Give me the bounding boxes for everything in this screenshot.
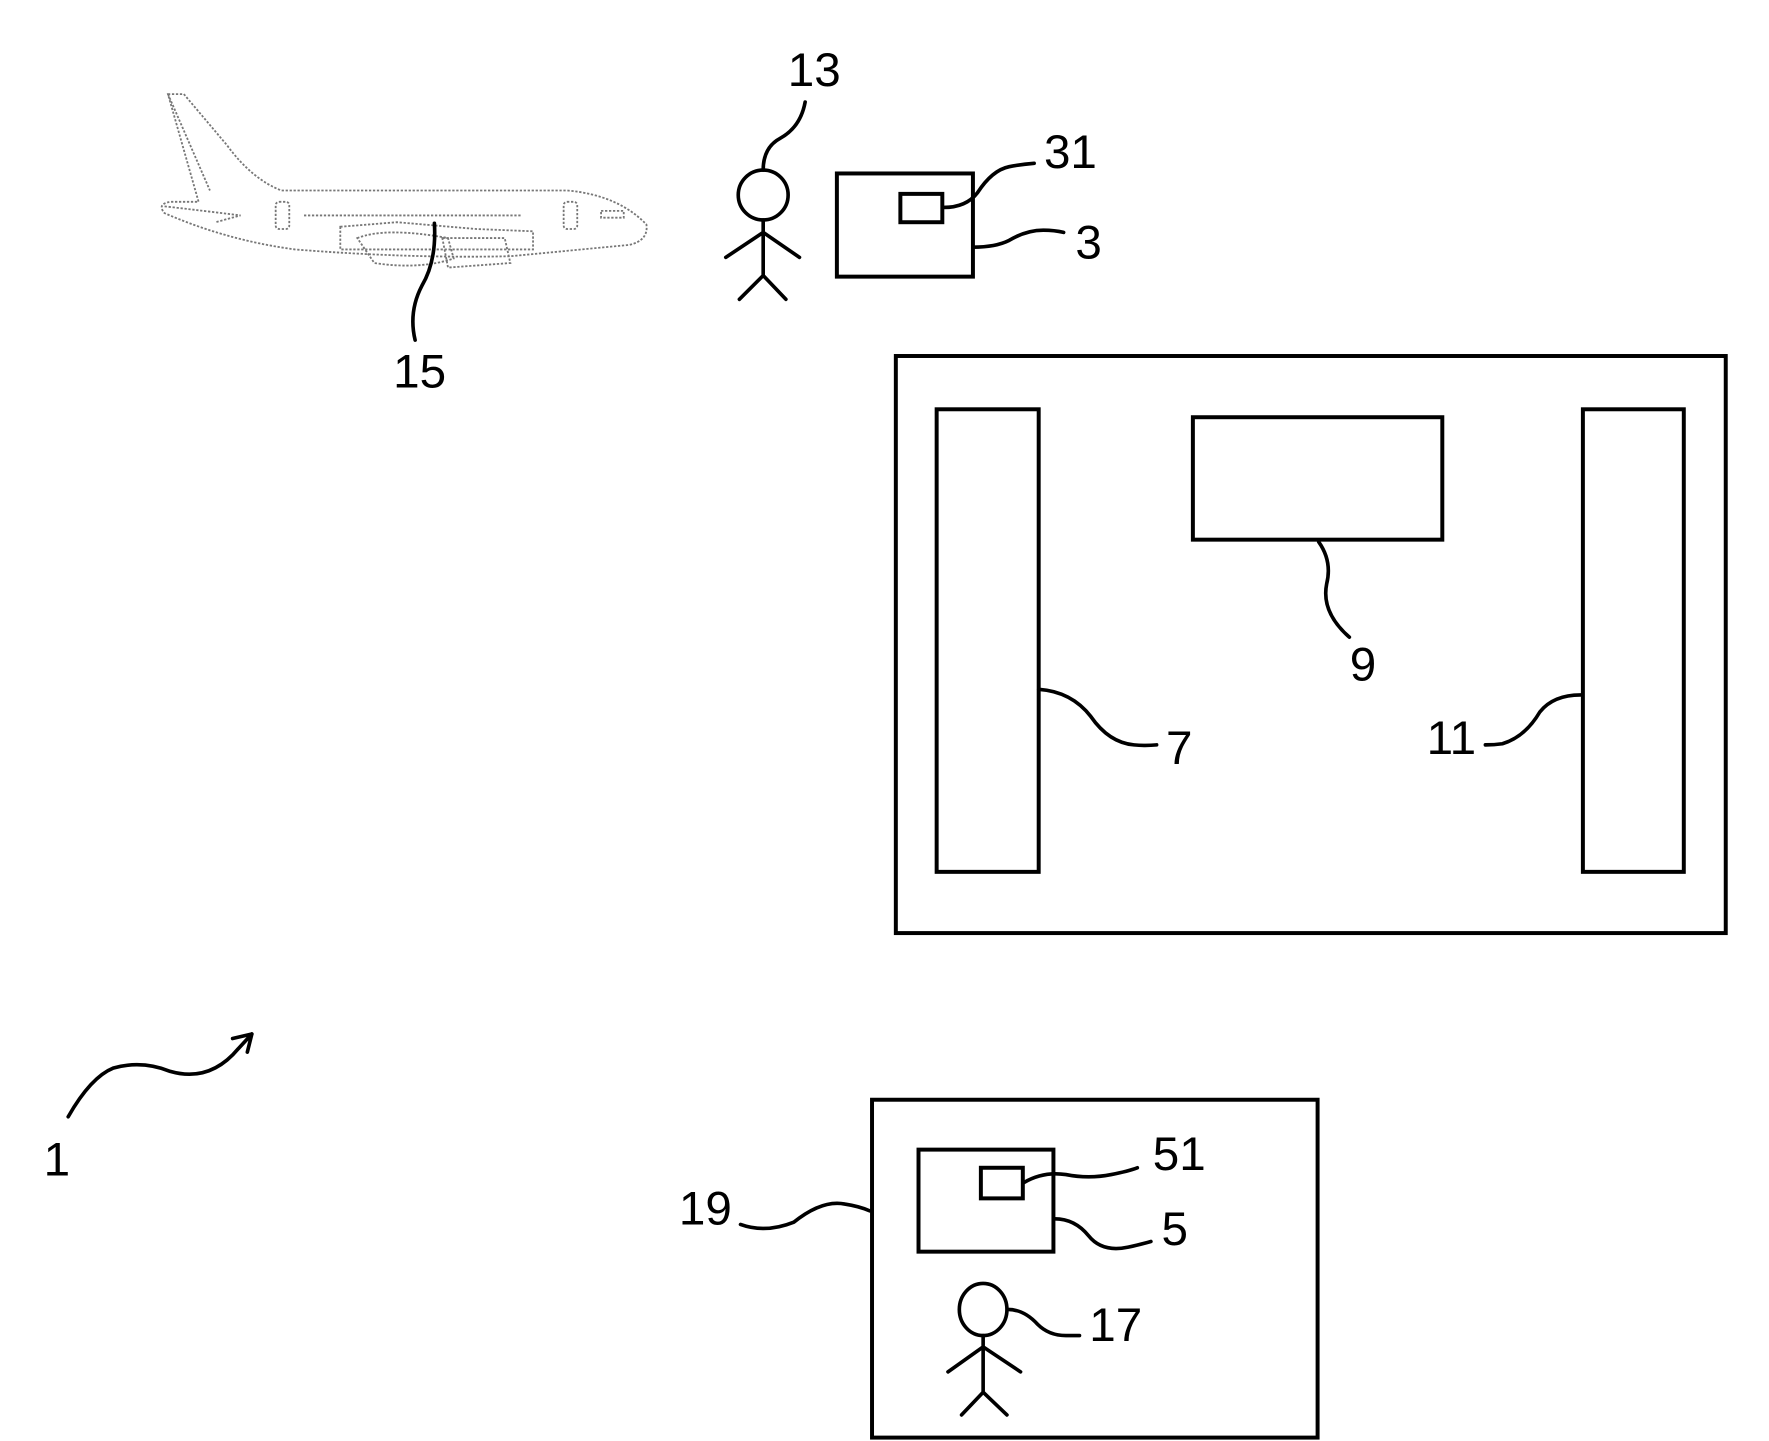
- label-3: 3: [1075, 216, 1101, 269]
- leader-13: [761, 100, 807, 172]
- leader-3: [971, 228, 1066, 249]
- system-arrow-1: [66, 1032, 254, 1119]
- module-51-box: [978, 1165, 1025, 1201]
- leader-7: [1036, 687, 1159, 748]
- label-5: 5: [1161, 1203, 1187, 1256]
- person-icon-remote: [946, 1281, 1023, 1417]
- leader-5: [1052, 1216, 1153, 1251]
- device-3-box: [834, 171, 975, 279]
- component-11-box: [1580, 407, 1686, 874]
- label-1: 1: [44, 1134, 70, 1187]
- facility-box: [893, 354, 1728, 936]
- label-9: 9: [1350, 638, 1376, 691]
- person-icon-operator: [723, 168, 802, 302]
- label-31: 31: [1044, 126, 1097, 179]
- label-51: 51: [1153, 1128, 1206, 1181]
- label-11: 11: [1427, 712, 1476, 765]
- label-17: 17: [1089, 1299, 1142, 1352]
- remote-station-box: [870, 1097, 1320, 1440]
- leader-17: [1006, 1307, 1082, 1338]
- component-9-box: [1190, 415, 1445, 542]
- leader-9: [1316, 540, 1352, 639]
- aircraft-icon: [160, 93, 648, 269]
- label-7: 7: [1166, 722, 1192, 775]
- leader-15: [411, 221, 437, 342]
- label-19: 19: [679, 1182, 732, 1235]
- device-5-box: [916, 1147, 1056, 1254]
- label-15: 15: [393, 346, 446, 399]
- component-7-box: [934, 407, 1041, 874]
- label-13: 13: [788, 44, 841, 97]
- leader-11: [1483, 693, 1583, 747]
- leader-19: [738, 1201, 872, 1231]
- module-31-box: [898, 191, 945, 225]
- leader-51: [1022, 1165, 1140, 1185]
- leader-31: [941, 161, 1036, 210]
